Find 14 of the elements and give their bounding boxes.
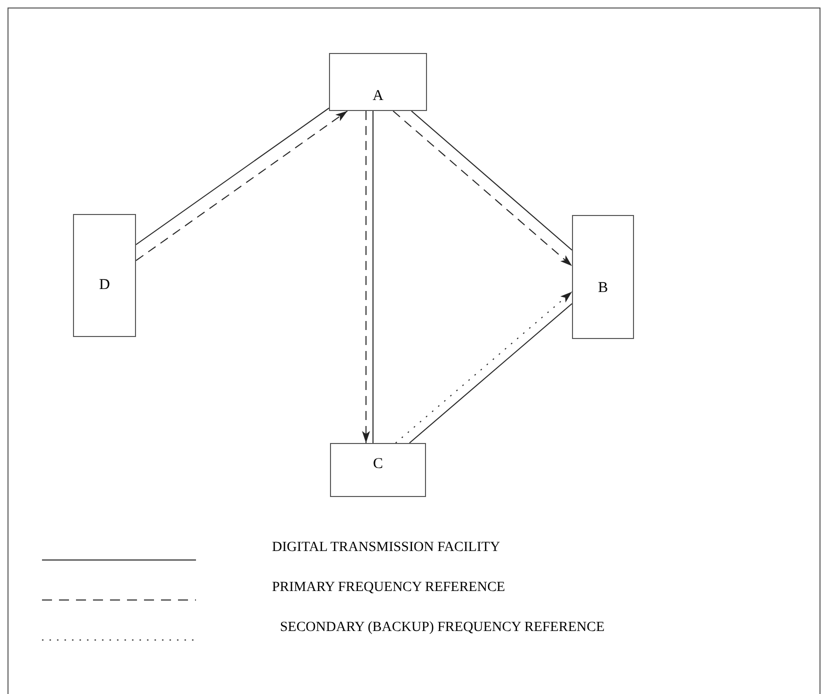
arrow <box>392 110 572 267</box>
arrow <box>362 110 370 444</box>
node-label: A <box>372 88 384 105</box>
station-box <box>73 214 136 337</box>
legend-label: PRIMARY FREQUENCY REFERENCE <box>272 580 506 596</box>
station-box <box>572 215 634 339</box>
legend-label: SECONDARY (BACKUP) FREQUENCY REFERENCE <box>280 620 604 636</box>
station-box <box>329 53 427 111</box>
station-box <box>330 443 426 497</box>
legend-label: DIGITAL TRANSMISSION FACILITY <box>272 540 500 556</box>
node-label: B <box>596 280 609 297</box>
node-label: C <box>372 456 384 473</box>
node-label: D <box>98 277 111 294</box>
arrow <box>136 110 348 262</box>
